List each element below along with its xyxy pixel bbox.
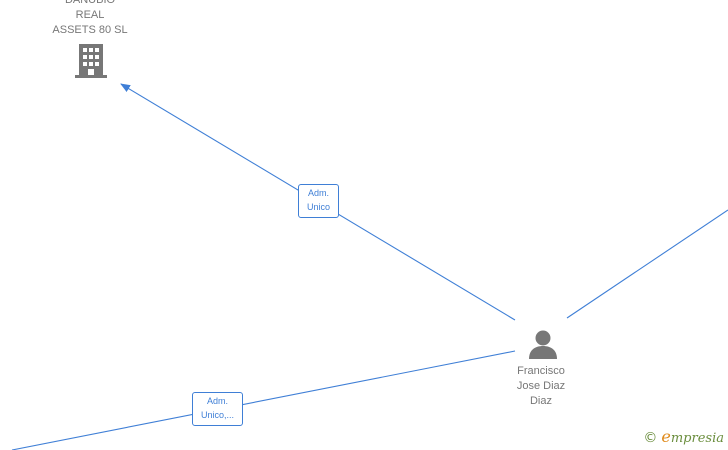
edge-label-line: Unico [306,202,330,212]
edge-label-line: Adm. [307,188,329,198]
person-label-line: Jose Diaz [516,380,566,392]
person-label-line: Francisco [517,365,565,377]
edge-label-line: Unico,... [200,410,234,420]
brand-initial: e [661,427,671,446]
company-label-line: ASSETS 80 SL [52,24,128,36]
edge-person-to-left[interactable] [11,350,516,450]
building-icon[interactable] [75,44,107,78]
edge-label-left[interactable]: Adm. Unico,... [192,392,243,426]
company-node-label[interactable]: DANUBIO REAL ASSETS 80 SL [40,0,140,38]
person-node-label[interactable]: Francisco Jose Diaz Diaz [491,364,591,409]
person-label-line: Diaz [529,395,552,407]
edge-label-company[interactable]: Adm. Unico [298,184,339,218]
empresia-watermark: ©empresia [643,427,724,446]
company-label-line: DANUBIO [64,0,116,6]
copyright-symbol: © [643,430,658,446]
edge-person-to-right[interactable] [566,209,728,319]
brand-name: mpresia [670,431,724,446]
person-icon[interactable] [527,329,559,359]
company-label-line: REAL [75,9,105,21]
edge-label-line: Adm. [206,396,228,406]
